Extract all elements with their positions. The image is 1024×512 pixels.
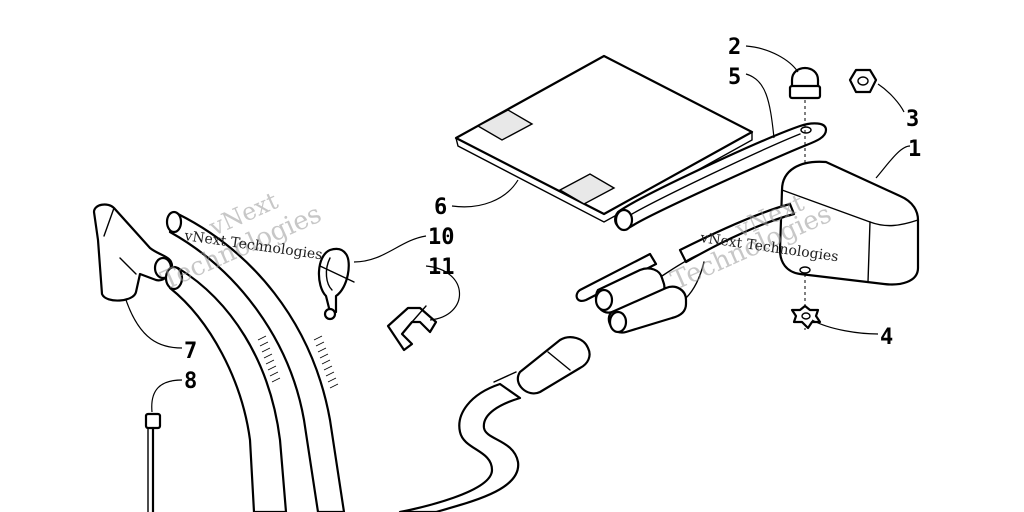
part-10-clamp [317, 247, 355, 321]
part-8-cable-tie [144, 412, 162, 512]
callout-10: 10 [428, 225, 455, 250]
callout-5: 5 [728, 65, 741, 90]
callout-7: 7 [184, 339, 197, 364]
part-6-pad [454, 54, 754, 223]
leader-lines [125, 45, 911, 413]
part-1-module-box [778, 160, 920, 286]
callout-11: 11 [428, 255, 455, 280]
callout-8: 8 [184, 369, 197, 394]
callout-2: 2 [728, 35, 741, 60]
wire-harness-connectors [575, 202, 796, 334]
part-3-hex-nut [848, 68, 878, 94]
part-11-u-clip [386, 305, 438, 352]
lower-lead-connector [398, 336, 591, 512]
callout-1: 1 [908, 137, 921, 162]
high-tension-leads [164, 210, 346, 512]
part-5-strap [614, 122, 828, 232]
callout-numbers: 1 2 3 4 5 6 7 8 10 11 [184, 35, 921, 394]
callout-3: 3 [906, 107, 919, 132]
part-7-plug-boot [92, 203, 174, 302]
callout-6: 6 [434, 195, 447, 220]
part-4-star-washer [790, 304, 822, 330]
callout-4: 4 [880, 325, 893, 350]
